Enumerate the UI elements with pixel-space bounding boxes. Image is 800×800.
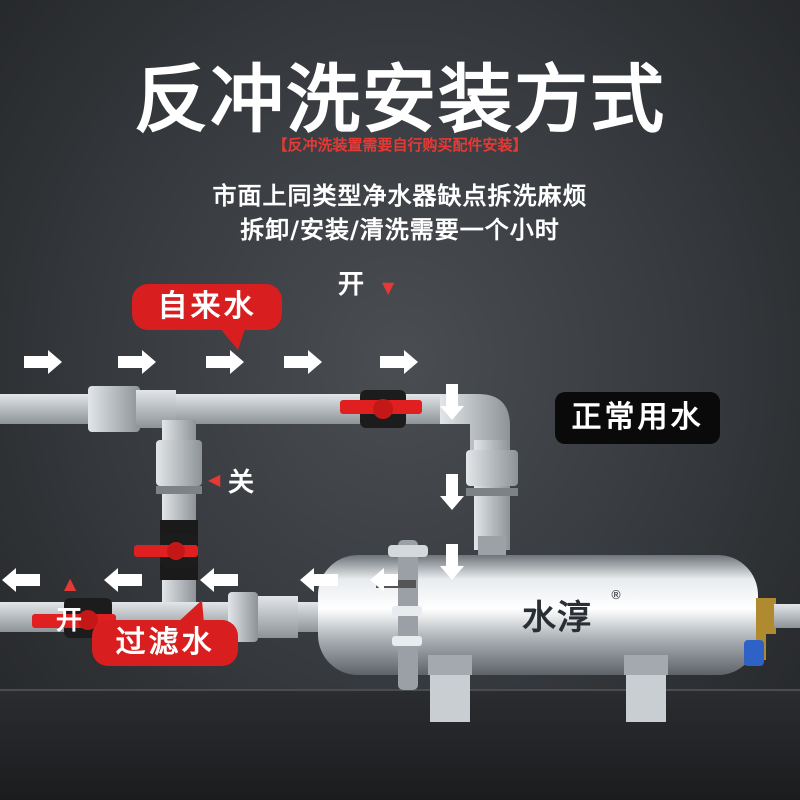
arrow-left-5	[370, 568, 398, 592]
registered-mark: ®	[610, 588, 622, 602]
flow-arrows	[2, 350, 464, 592]
top-pipe-coupling	[88, 386, 140, 432]
bypass-valve	[134, 534, 198, 568]
page-title: 反冲洗安装方式	[134, 57, 666, 143]
accessory-note: 【反冲洗装置需要自行购买配件安装】	[272, 136, 528, 154]
arrow-left-4	[300, 568, 338, 592]
triangle-marker-bottom: ▲	[64, 574, 77, 593]
arrow-down-3	[440, 544, 464, 580]
triangle-marker-top: ▼	[382, 278, 395, 297]
triangle-marker-close: ◀	[208, 470, 221, 489]
close-label: 关	[228, 468, 255, 498]
description-line-1: 市面上同类型净水器缺点拆洗麻烦	[212, 182, 588, 210]
arrow-left-3	[200, 568, 238, 592]
description-line-2: 拆卸/安装/清洗需要一个小时	[240, 216, 560, 244]
filtered-water-callout: 过滤水	[92, 620, 238, 666]
tap-water-callout: 自来水	[132, 284, 282, 330]
arrow-right-2	[118, 350, 156, 374]
arrow-right-3	[206, 350, 244, 374]
arrow-left-2	[104, 568, 142, 592]
top-valve	[340, 390, 422, 428]
arrow-down-1	[440, 384, 464, 420]
filter-tank	[318, 540, 800, 722]
open-label-top: 开	[338, 270, 365, 300]
normal-use-callout: 正常用水	[555, 392, 720, 444]
arrow-down-2	[440, 474, 464, 510]
brand-logo: 水淳	[522, 598, 592, 638]
tap-callout-pointer	[218, 326, 246, 350]
open-label-bottom: 开	[56, 606, 83, 636]
filtered-callout-pointer	[176, 600, 204, 624]
arrow-right-1	[24, 350, 62, 374]
arrow-right-5	[380, 350, 418, 374]
floor-platform	[0, 690, 800, 800]
arrow-right-4	[284, 350, 322, 374]
arrow-left-1	[2, 568, 40, 592]
